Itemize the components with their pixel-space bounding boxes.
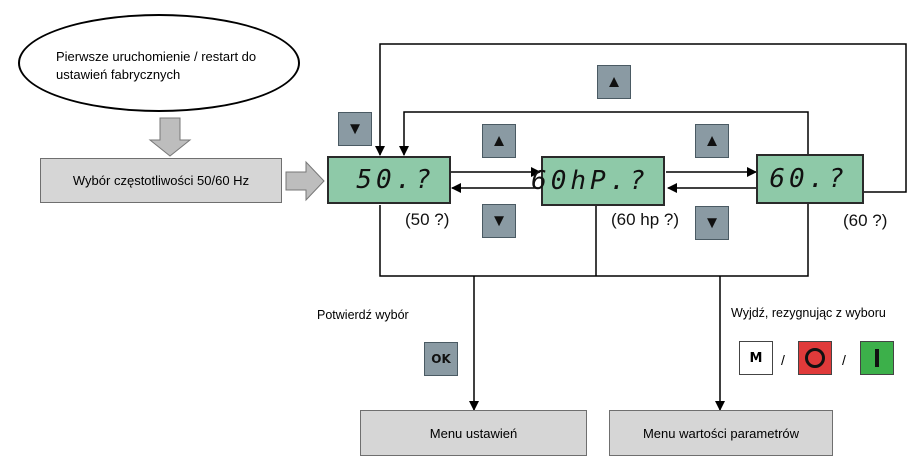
param-menu-box: Menu wartości parametrów — [609, 410, 833, 456]
up-arrow-icon: ▲ — [490, 131, 508, 150]
display-60hp: 60hP.? — [531, 156, 665, 206]
collector-line — [379, 200, 809, 277]
settings-menu-label: Menu ustawień — [429, 425, 518, 441]
display-60: 60.? — [756, 154, 864, 204]
exit-label: Wyjdź, rezygnując z wyboru — [731, 306, 886, 320]
start-ellipse: Pierwsze uruchomienie / restart do ustaw… — [18, 14, 300, 112]
up-key-2[interactable]: ▲ — [695, 124, 729, 158]
caption-60: (60 ?) — [843, 211, 888, 230]
start-text: Pierwsze uruchomienie / restart do ustaw… — [56, 49, 257, 82]
param-menu-label: Menu wartości parametrów — [642, 425, 800, 441]
separator-1: / — [781, 352, 785, 368]
down-key-2[interactable]: ▼ — [482, 204, 516, 238]
run-button[interactable] — [860, 341, 894, 375]
frequency-select-label: Wybór częstotliwości 50/60 Hz — [72, 173, 250, 188]
gray-arrow-down — [148, 117, 192, 157]
ok-button[interactable]: OK — [424, 342, 458, 376]
stop-button[interactable] — [798, 341, 832, 375]
down-arrow-icon: ▼ — [346, 119, 364, 138]
outer-loop — [375, 43, 907, 193]
confirm-label: Potwierdź wybór — [317, 308, 409, 322]
up-arrow-icon: ▲ — [703, 131, 721, 150]
m-key-label: M — [749, 350, 763, 366]
down-arrow-icon: ▼ — [490, 211, 508, 230]
up-key-top[interactable]: ▲ — [597, 65, 631, 99]
caption-50: (50 ?) — [405, 210, 450, 229]
inner-loop — [399, 111, 809, 156]
m-key-button[interactable]: M — [739, 341, 773, 375]
stop-circle-icon — [805, 348, 825, 368]
display-50: 50.? — [327, 156, 451, 204]
settings-menu-box: Menu ustawień — [360, 410, 587, 456]
down-arrow-icon: ▼ — [703, 213, 721, 232]
frequency-select-box: Wybór częstotliwości 50/60 Hz — [40, 158, 282, 203]
down-key-1[interactable]: ▼ — [338, 112, 372, 146]
separator-2: / — [842, 352, 846, 368]
caption-60hp: (60 hp ?) — [611, 210, 680, 229]
display-60hp-code: 60hP.? — [531, 166, 649, 196]
display-60-code: 60.? — [769, 164, 848, 194]
gray-arrow-right — [285, 160, 325, 202]
display-50-code: 50.? — [356, 165, 435, 195]
up-key-1[interactable]: ▲ — [482, 124, 516, 158]
down-key-3[interactable]: ▼ — [695, 206, 729, 240]
up-arrow-icon: ▲ — [605, 72, 623, 91]
ok-key-label: OK — [431, 352, 451, 366]
run-bar-icon — [875, 349, 879, 367]
